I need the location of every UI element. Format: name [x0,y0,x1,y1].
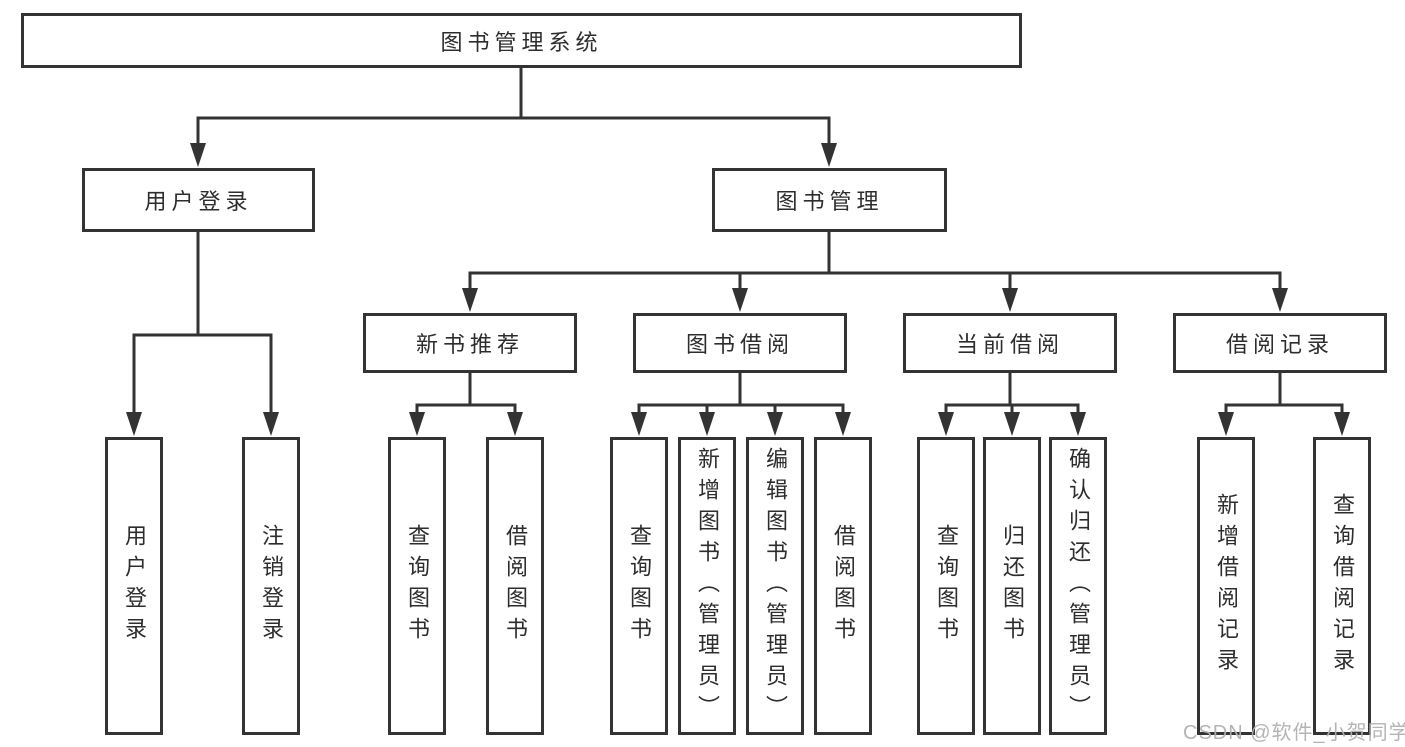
node-root-library-system: 图书管理系统 [21,13,1022,68]
leaf-query-books-2: 查询图书 [610,437,668,735]
connector-new-books-children [409,371,523,436]
node-book-management: 图书管理 [712,168,947,232]
node-borrowing-records: 借阅记录 [1173,313,1387,373]
connector-book-mgmt-to-level3 [462,230,1288,312]
connector-current-borrow-children [938,371,1086,436]
node-new-book-recommend: 新书推荐 [363,313,577,373]
node-current-borrowing: 当前借阅 [903,313,1117,373]
node-book-borrowing: 图书借阅 [633,313,847,373]
leaf-confirm-return-admin: 确认归还（管理员） [1049,437,1107,735]
leaf-add-books-admin: 新增图书（管理员） [678,437,736,735]
leaf-query-books-1: 查询图书 [388,437,446,735]
node-user-login: 用户登录 [82,168,315,232]
leaf-query-books-3: 查询图书 [917,437,975,735]
leaf-borrow-books-1: 借阅图书 [486,437,544,735]
leaf-logout: 注销登录 [242,437,300,735]
leaf-query-borrow-record: 查询借阅记录 [1313,437,1371,735]
csdn-watermark: CSDN @软件_小贺同学 [1183,722,1405,744]
leaf-add-borrow-record: 新增借阅记录 [1197,437,1255,735]
leaf-return-books: 归还图书 [983,437,1041,735]
connector-user-login-children [126,230,279,436]
connector-root-to-level2 [190,66,837,167]
leaf-edit-books-admin: 编辑图书（管理员） [746,437,804,735]
connector-book-borrow-children [631,371,851,436]
leaf-user-login: 用户登录 [105,437,163,735]
connector-borrow-records-children [1218,371,1350,436]
leaf-borrow-books-2: 借阅图书 [814,437,872,735]
